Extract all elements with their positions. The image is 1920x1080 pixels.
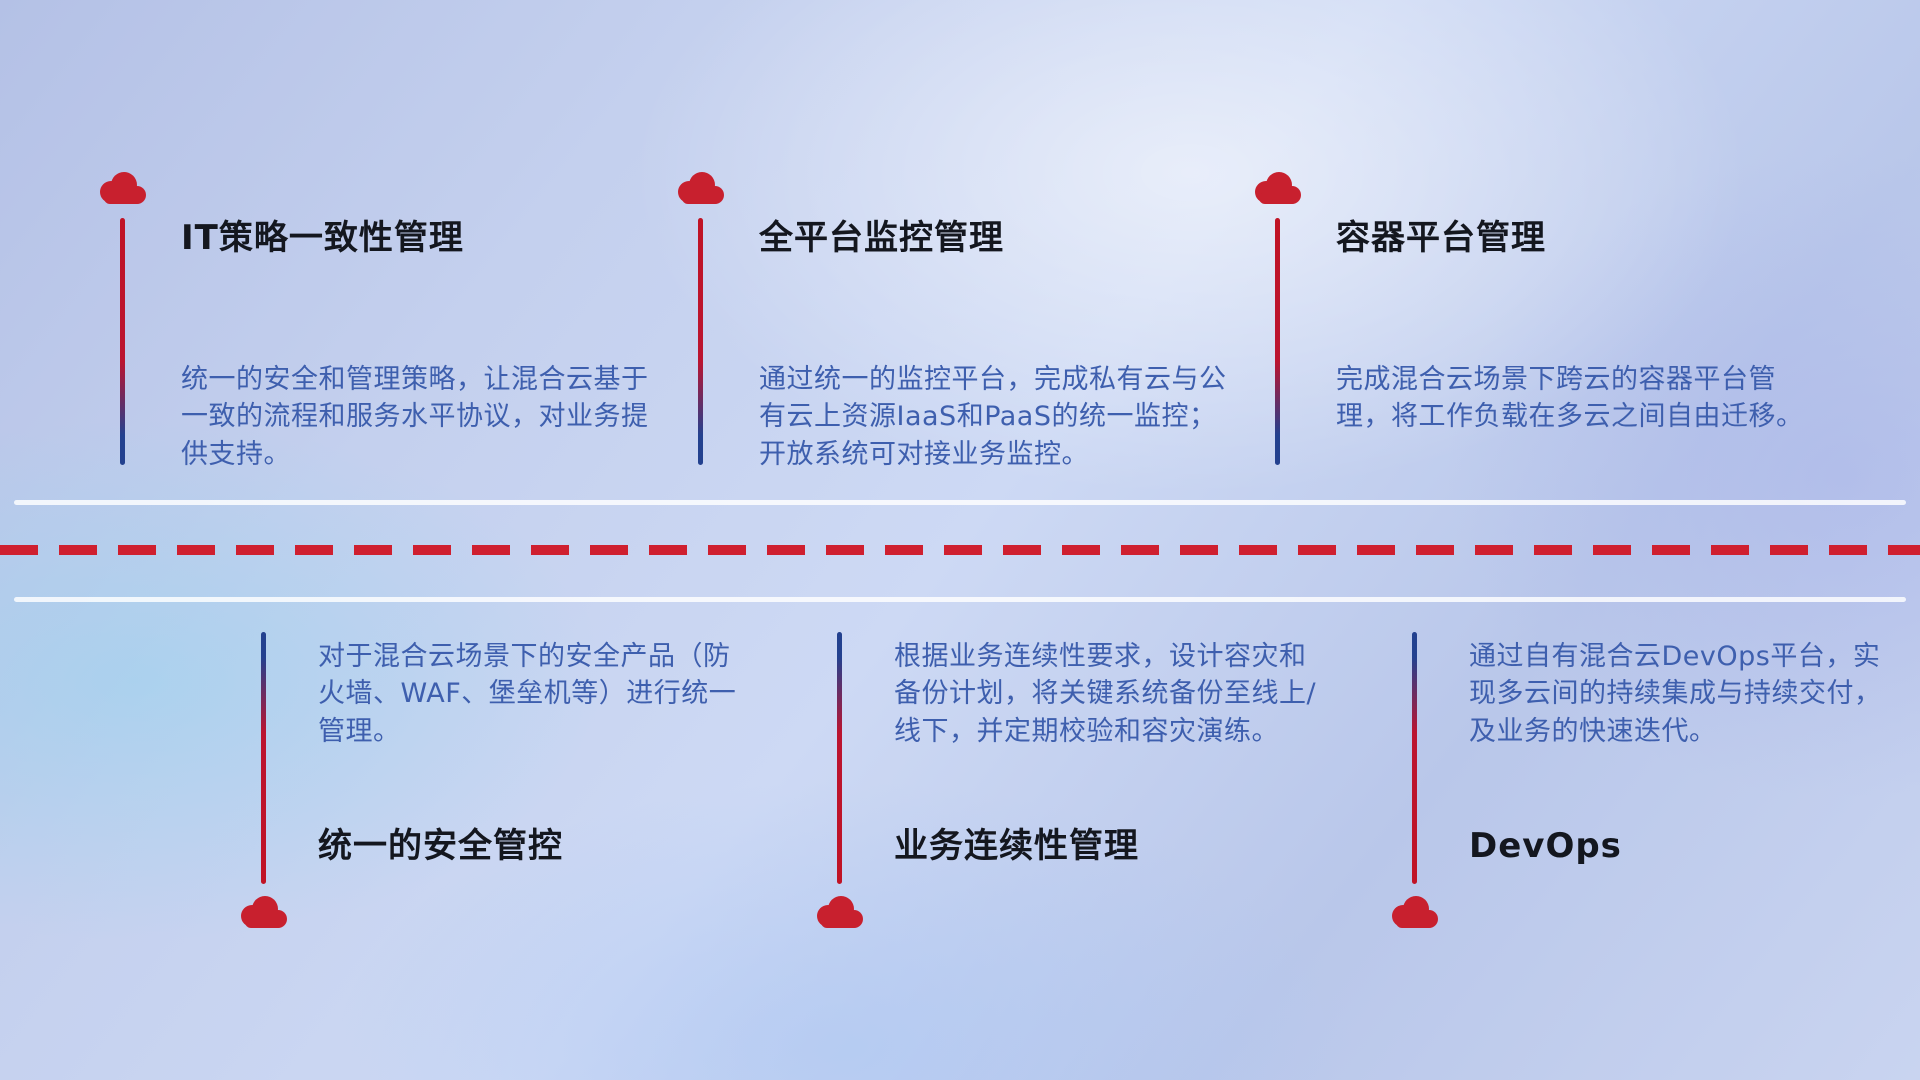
timeline-stem (1412, 632, 1417, 884)
feature-description: 通过自有混合云DevOps平台，实现多云间的持续集成与持续交付，及业务的快速迭代… (1469, 641, 1882, 747)
feature-item-devops: 通过自有混合云DevOps平台，实现多云间的持续集成与持续交付，及业务的快速迭代… (1386, 630, 1920, 960)
feature-description: 对于混合云场景下的安全产品（防火墙、WAF、堡垒机等）进行统一管理。 (318, 641, 737, 747)
cloud-icon (94, 168, 150, 210)
feature-item-container-platform: 容器平台管理 完成混合云场景下跨云的容器平台管理，将工作负载在多云之间自由迁移。 (1249, 168, 1809, 478)
timeline-stem (261, 632, 266, 884)
feature-title: 统一的安全管控 (318, 826, 563, 866)
cloud-icon (1386, 892, 1442, 934)
cloud-icon (235, 892, 291, 934)
feature-description: 统一的安全和管理策略，让混合云基于一致的流程和服务水平协议，对业务提供支持。 (181, 364, 649, 470)
feature-item-it-policy: IT策略一致性管理 统一的安全和管理策略，让混合云基于一致的流程和服务水平协议，… (94, 168, 654, 478)
divider-dashed-line (0, 545, 1920, 555)
feature-item-monitoring: 全平台监控管理 通过统一的监控平台，完成私有云与公有云上资源IaaS和PaaS的… (672, 168, 1232, 478)
feature-description: 通过统一的监控平台，完成私有云与公有云上资源IaaS和PaaS的统一监控；开放系… (759, 364, 1227, 470)
divider-solid-line-bottom (14, 597, 1906, 602)
feature-item-security-control: 对于混合云场景下的安全产品（防火墙、WAF、堡垒机等）进行统一管理。 统一的安全… (235, 630, 795, 960)
timeline-stem (837, 632, 842, 884)
feature-title: 业务连续性管理 (894, 826, 1139, 866)
feature-title: 全平台监控管理 (759, 218, 1004, 258)
feature-description: 根据业务连续性要求，设计容灾和备份计划，将关键系统备份至线上/线下，并定期校验和… (894, 641, 1317, 747)
cloud-icon (672, 168, 728, 210)
feature-title: IT策略一致性管理 (181, 218, 464, 258)
feature-title: DevOps (1469, 826, 1622, 866)
timeline-stem (1275, 218, 1280, 465)
cloud-icon (811, 892, 867, 934)
feature-description: 完成混合云场景下跨云的容器平台管理，将工作负载在多云之间自由迁移。 (1336, 364, 1804, 433)
timeline-stem (698, 218, 703, 465)
feature-item-business-continuity: 根据业务连续性要求，设计容灾和备份计划，将关键系统备份至线上/线下，并定期校验和… (811, 630, 1371, 960)
timeline-stem (120, 218, 125, 465)
cloud-icon (1249, 168, 1305, 210)
feature-title: 容器平台管理 (1336, 218, 1546, 258)
divider-solid-line-top (14, 500, 1906, 505)
